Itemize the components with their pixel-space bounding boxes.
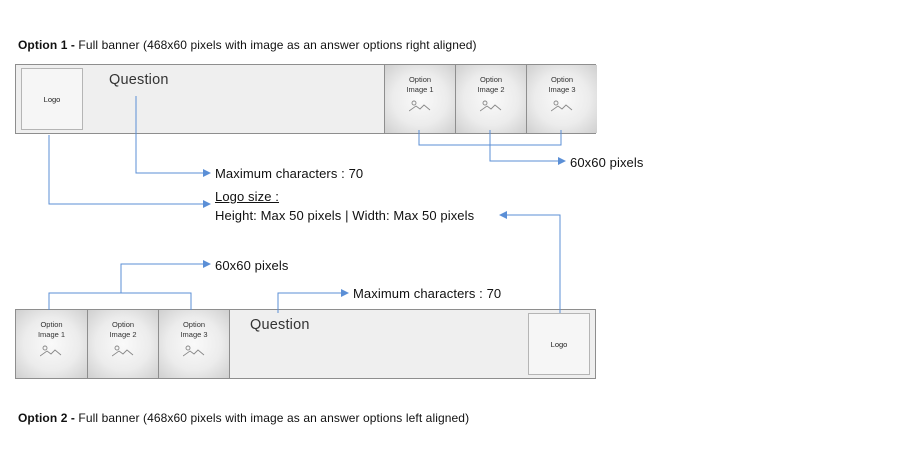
annotation-60x60-top: 60x60 pixels: [570, 155, 644, 170]
option-label-line1: Option: [408, 75, 432, 84]
image-placeholder-icon: [409, 100, 431, 112]
option2-caption-text: Full banner (468x60 pixels with image as…: [75, 411, 470, 425]
option-label-line1: Option: [479, 75, 503, 84]
option2-question: Question: [250, 317, 310, 333]
option1-logo-box: Logo: [21, 68, 83, 130]
arrow-bracket-to-60x60-bottom: [120, 260, 211, 293]
arrow-bracket-to-60x60-top: [489, 145, 566, 165]
option-label-line2: Image 1: [37, 330, 66, 339]
arrow-logo-to-logosize-top: [48, 135, 211, 208]
image-placeholder-icon: [40, 345, 62, 357]
option2-caption: Option 2 - Full banner (468x60 pixels wi…: [18, 411, 469, 425]
option1-logo-label: Logo: [43, 94, 61, 104]
option1-caption-text: Full banner (468x60 pixels with image as…: [75, 38, 477, 52]
option1-caption-bold: Option 1 -: [18, 38, 75, 52]
annotation-max-chars-bottom: Maximum characters : 70: [353, 286, 502, 301]
arrow-logo-to-logosize-bottom: [499, 211, 561, 313]
option-label-line2: Image 1: [406, 85, 434, 94]
image-placeholder-icon: [183, 345, 205, 357]
option-label-line2: Image 2: [477, 85, 505, 94]
arrow-question-to-maxchars-top: [135, 96, 211, 177]
option-label-line1: Option: [182, 320, 206, 329]
image-placeholder-icon: [112, 345, 134, 357]
option-label-line2: Image 2: [109, 330, 137, 339]
option-label-line1: Option: [550, 75, 574, 84]
option2-logo-box: Logo: [528, 313, 590, 375]
option2-logo-label: Logo: [550, 339, 568, 349]
arrow-question-to-maxchars-bottom: [277, 289, 349, 313]
option2-divider: [229, 310, 230, 378]
image-placeholder-icon: [480, 100, 502, 112]
bracket-option-images-bottom: [48, 292, 192, 310]
annotation-logo-size-detail: Height: Max 50 pixels | Width: Max 50 pi…: [215, 208, 475, 223]
option-label-line1: Option: [40, 320, 63, 329]
annotation-60x60-bottom: 60x60 pixels: [215, 258, 289, 273]
option1-question: Question: [109, 72, 169, 88]
option-label-line2: Image 3: [548, 85, 576, 94]
image-placeholder-icon: [551, 100, 573, 112]
option1-caption: Option 1 - Full banner (468x60 pixels wi…: [18, 38, 477, 52]
annotation-logo-size-title: Logo size :: [215, 189, 279, 204]
annotation-max-chars-top: Maximum characters : 70: [215, 166, 364, 181]
option-label-line2: Image 3: [180, 330, 208, 339]
option2-caption-bold: Option 2 -: [18, 411, 75, 425]
option-label-line1: Option: [111, 320, 135, 329]
